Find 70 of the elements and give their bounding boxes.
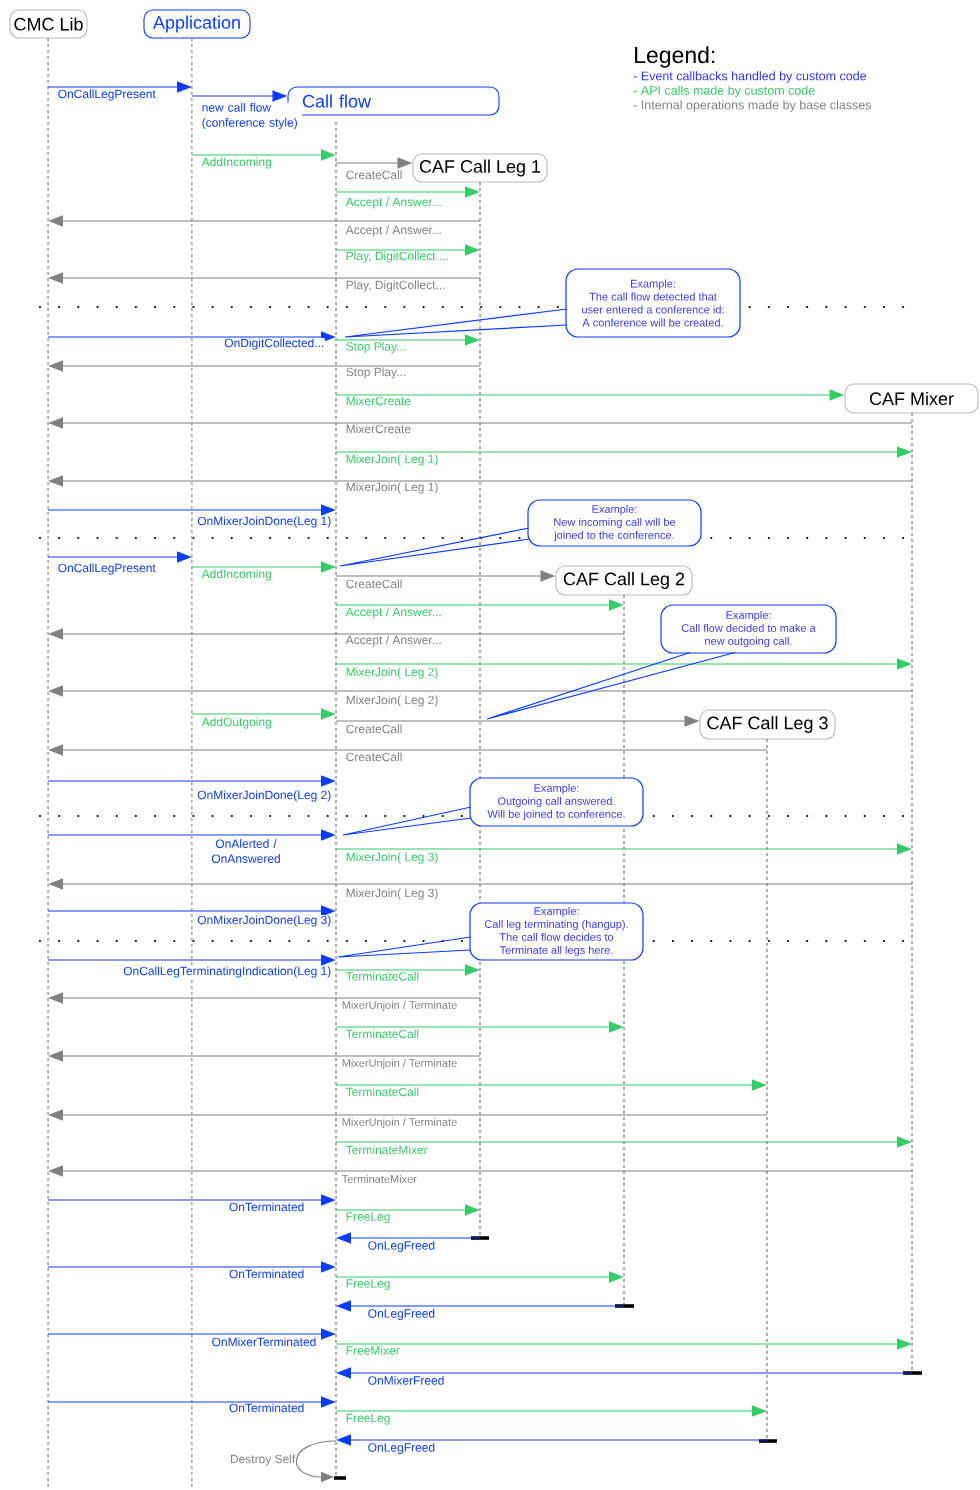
message-label: MixerUnjoin / Terminate: [341, 1058, 458, 1070]
message-label: CreateCall: [345, 169, 403, 183]
message-label: FreeMixer: [345, 1345, 401, 1358]
message-label: OnLegFreed: [367, 1308, 436, 1321]
message-label: TerminateCall: [345, 971, 420, 984]
legend-entry: - API calls made by custom code: [633, 85, 815, 98]
message-label: AddOutgoing: [201, 716, 273, 730]
message-label: OnLegFreed: [367, 1240, 436, 1253]
message-label: FreeLeg: [345, 1211, 391, 1224]
legend-entry: - Internal operations made by base classes: [633, 100, 872, 112]
participant-box: CAF Call Leg 3: [699, 709, 836, 740]
message-label: TerminateMixer: [345, 1144, 429, 1158]
message-label: Destroy Self: [229, 1453, 296, 1467]
lifeline: [766, 738, 768, 1441]
callout-pointer: [486, 651, 736, 720]
participant-box: CMC Lib: [9, 9, 88, 39]
message-label: OnCallLegPresent: [57, 88, 157, 102]
message-label: TerminateMixer: [341, 1174, 418, 1186]
message-label: MixerJoin( Leg 3): [345, 851, 439, 865]
message-label: new call flow (conference style): [201, 102, 303, 130]
message-label: Accept / Answer...: [345, 606, 443, 620]
message-label: CreateCall: [345, 723, 403, 737]
note-callout: Example: Outgoing call answered. Will be joined to conference.: [469, 777, 644, 827]
note-callout: Example: Call leg terminating (hangup). The call flow decides to Terminate all legs here.: [469, 902, 644, 961]
lifeline: [335, 121, 337, 1477]
message-label: OnLegFreed: [367, 1442, 436, 1455]
message-label: TerminateCall: [345, 1086, 420, 1100]
callout-pointer: [337, 936, 472, 958]
participant-box: CAF Call Leg 2: [555, 565, 693, 596]
message-label: TerminateCall: [345, 1028, 420, 1042]
message-label: OnMixerJoinDone(Leg 2): [196, 789, 332, 803]
legend-entry: - Event callbacks handled by custom code: [633, 71, 867, 83]
message-label: AddIncoming: [201, 156, 273, 170]
lifeline: [47, 37, 49, 1490]
note-callout: Example: Call flow decided to make a new outgoing call.: [660, 604, 837, 654]
participant-box: CAF Call Leg 1: [412, 153, 548, 183]
message-label: FreeLeg: [345, 1412, 391, 1426]
callout-pointer: [344, 308, 568, 338]
message-label: Play, DigitCollect...: [345, 279, 446, 293]
message-label: OnAlerted / OnAnswered: [203, 838, 289, 864]
callout-pointer: [339, 527, 531, 567]
legend-title: Legend:: [635, 46, 715, 68]
lifeline: [191, 37, 193, 1490]
participant-box: Application: [143, 9, 251, 39]
message-label: OnMixerTerminated: [211, 1336, 317, 1350]
message-label: MixerJoin( Leg 1): [345, 453, 439, 467]
message-label: CreateCall: [345, 751, 403, 765]
message-label: MixerUnjoin / Terminate: [341, 1117, 458, 1129]
message-label: MixerUnjoin / Terminate: [341, 1000, 458, 1012]
message-label: OnCallLegTerminatingIndication(Leg 1): [122, 965, 332, 979]
participant-box: CAF Mixer: [844, 383, 979, 414]
message-label: MixerJoin( Leg 2): [345, 666, 439, 680]
note-callout: Example: The call flow detected that user entered a conference id: A conference will be created.: [565, 268, 741, 338]
message-label: Stop Play...: [345, 341, 407, 354]
message-label: OnMixerJoinDone(Leg 1): [196, 515, 332, 529]
message-label: OnTerminated: [228, 1268, 305, 1282]
message-label: MixerJoin( Leg 3): [345, 887, 439, 901]
message-label: MixerJoin( Leg 2): [345, 694, 439, 708]
message-label: Accept / Answer...: [345, 224, 443, 238]
message-label: OnMixerFreed: [367, 1375, 445, 1388]
callout-pointer: [342, 806, 472, 836]
message-label: OnTerminated: [228, 1201, 305, 1215]
message-label: OnMixerJoinDone(Leg 3): [196, 914, 332, 928]
message-label: AddIncoming: [201, 568, 273, 582]
message-label: OnCallLegPresent: [57, 562, 157, 576]
message-label: CreateCall: [345, 578, 403, 592]
message-label: Accept / Answer...: [345, 196, 443, 210]
note-callout: Example: New incoming call will be joined to the conference.: [527, 499, 702, 547]
lifeline: [623, 594, 625, 1307]
message-label: FreeLeg: [345, 1278, 391, 1291]
